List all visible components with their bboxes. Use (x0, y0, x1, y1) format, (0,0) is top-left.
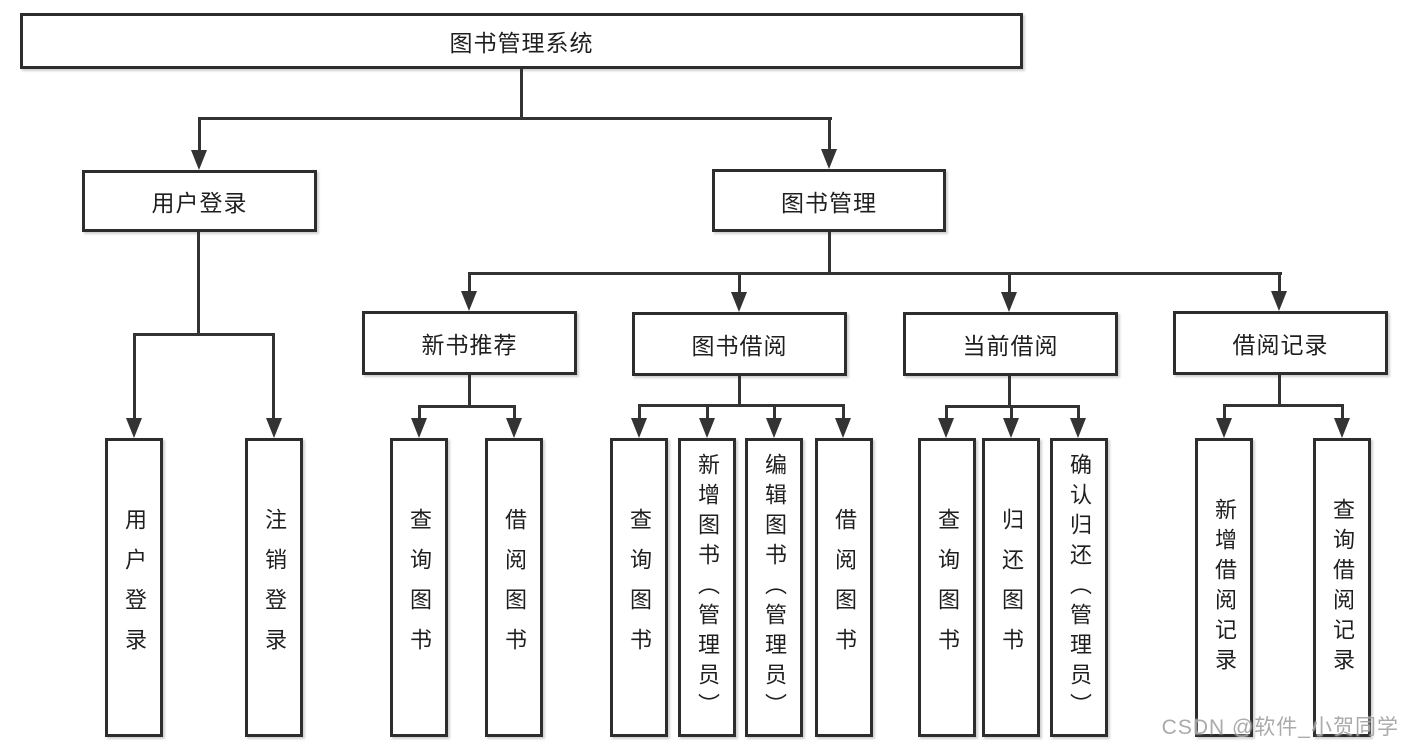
connector-line (272, 333, 275, 419)
connector-line (842, 404, 845, 419)
node-label: 查询借阅记录 (1330, 497, 1355, 678)
arrowhead-icon (411, 418, 427, 438)
connector-line (197, 232, 200, 336)
node-label: 图书借阅 (691, 333, 788, 359)
node-label: 新增图书（管理员） (695, 452, 720, 723)
connector-line (468, 272, 1282, 275)
leaf-add-book-admin: 新增图书（管理员） (678, 438, 736, 737)
connector-line (520, 69, 523, 119)
connector-line (738, 376, 741, 407)
leaf-query-books-borrowing: 查询图书 (610, 438, 668, 737)
node-book-borrowing: 图书借阅 (632, 312, 847, 376)
connector-line (1278, 375, 1281, 406)
node-label: 当前借阅 (962, 333, 1059, 359)
connector-line (1008, 376, 1011, 407)
connector-line (638, 404, 641, 419)
node-current-borrowing: 当前借阅 (903, 312, 1118, 376)
connector-line (1077, 405, 1080, 419)
arrowhead-icon (766, 418, 782, 438)
arrowhead-icon (699, 418, 715, 438)
arrowhead-icon (1001, 292, 1017, 312)
node-borrow-records: 借阅记录 (1173, 311, 1388, 375)
node-label: 编辑图书（管理员） (762, 452, 787, 723)
node-label: 查询图书 (407, 507, 432, 668)
connector-line (418, 405, 421, 419)
leaf-confirm-return-admin: 确认归还（管理员） (1050, 438, 1108, 737)
arrowhead-icon (731, 292, 747, 312)
connector-line (1010, 405, 1013, 419)
connector-line (945, 405, 948, 419)
connector-line (198, 117, 832, 120)
node-label: 图书管理 (781, 189, 877, 216)
leaf-query-books-current: 查询图书 (918, 438, 976, 737)
arrowhead-icon (1216, 418, 1232, 438)
arrowhead-icon (1003, 418, 1019, 438)
node-user-login: 用户登录 (82, 170, 317, 232)
node-label: 归还图书 (999, 507, 1024, 668)
arrowhead-icon (938, 418, 954, 438)
leaf-user-login: 用户登录 (105, 438, 163, 737)
connector-line (1008, 272, 1011, 292)
connector-line (1223, 404, 1344, 407)
leaf-query-borrow-record: 查询借阅记录 (1313, 438, 1371, 737)
leaf-borrow-books-recommend: 借阅图书 (485, 438, 543, 737)
leaf-borrow-books-borrowing: 借阅图书 (815, 438, 873, 737)
arrowhead-icon (631, 418, 647, 438)
node-label: 查询图书 (935, 507, 960, 668)
node-label: 新书推荐 (421, 332, 518, 358)
node-label: 查询图书 (627, 507, 652, 668)
arrowhead-icon (1271, 291, 1287, 311)
leaf-return-book: 归还图书 (982, 438, 1040, 737)
connector-line (638, 404, 845, 407)
node-book-management: 图书管理 (712, 169, 946, 232)
connector-line (738, 272, 741, 292)
arrowhead-icon (1334, 418, 1350, 438)
arrowhead-icon (821, 149, 837, 169)
csdn-watermark: CSDN @软件_小贺同学 (1161, 716, 1399, 739)
connector-line (828, 117, 831, 150)
node-label: 用户登录 (122, 507, 147, 668)
connector-line (1278, 272, 1281, 292)
leaf-query-books-recommend: 查询图书 (390, 438, 448, 737)
arrowhead-icon (126, 418, 142, 438)
arrowhead-icon (191, 150, 207, 170)
connector-line (773, 404, 776, 419)
arrowhead-icon (835, 418, 851, 438)
arrowhead-icon (506, 418, 522, 438)
node-label: 借阅图书 (502, 507, 527, 668)
arrowhead-icon (461, 291, 477, 311)
leaf-add-borrow-record: 新增借阅记录 (1195, 438, 1253, 737)
arrowhead-icon (266, 418, 282, 438)
connector-line (418, 405, 516, 408)
node-label: 确认归还（管理员） (1067, 452, 1092, 723)
connector-line (1341, 404, 1344, 419)
arrowhead-icon (1070, 418, 1086, 438)
node-library-system: 图书管理系统 (20, 13, 1023, 69)
node-label: 图书管理系统 (449, 30, 594, 56)
connector-line (706, 404, 709, 419)
connector-line (133, 333, 275, 336)
node-new-book-recommend: 新书推荐 (362, 311, 577, 375)
node-label: 借阅图书 (832, 507, 857, 668)
connector-line (133, 333, 136, 419)
node-label: 注销登录 (262, 507, 287, 668)
node-label: 用户登录 (151, 190, 248, 216)
connector-line (828, 232, 831, 275)
connector-line (468, 375, 471, 408)
node-label: 借阅记录 (1232, 332, 1329, 358)
connector-line (198, 117, 201, 151)
leaf-edit-book-admin: 编辑图书（管理员） (745, 438, 803, 737)
connector-line (513, 405, 516, 419)
leaf-logout: 注销登录 (245, 438, 303, 737)
connector-line (1223, 404, 1226, 419)
node-label: 新增借阅记录 (1212, 497, 1237, 678)
connector-line (468, 272, 471, 292)
